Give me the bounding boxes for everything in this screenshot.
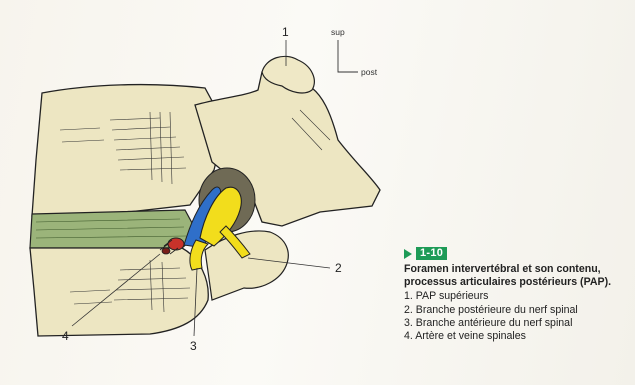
figure-number: 1-10: [416, 247, 447, 260]
label-4: 4: [62, 329, 69, 343]
legend-list: 1. PAP supérieurs 2. Branche postérieure…: [404, 290, 632, 343]
figure-heading: 1-10: [404, 247, 632, 260]
orientation-post: post: [361, 67, 378, 77]
label-2: 2: [335, 261, 342, 275]
arrow-right-icon: [404, 249, 412, 259]
lower-vertebral-body: [30, 248, 208, 336]
figure-title: Foramen intervertébral et son contenu, p…: [404, 263, 632, 289]
vertebra-illustration: sup post 1 2 3 4: [0, 0, 400, 385]
figure-caption: 1-10 Foramen intervertébral et son conte…: [404, 247, 632, 343]
label-3: 3: [190, 339, 197, 353]
legend-item: 2. Branche postérieure du nerf spinal: [404, 304, 632, 317]
label-1: 1: [282, 25, 289, 39]
orientation-sup: sup: [331, 27, 345, 37]
legend-item: 4. Artère et veine spinales: [404, 330, 632, 343]
orientation-marker: sup post: [331, 27, 378, 77]
legend-item: 3. Branche antérieure du nerf spinal: [404, 317, 632, 330]
legend-item: 1. PAP supérieurs: [404, 290, 632, 303]
